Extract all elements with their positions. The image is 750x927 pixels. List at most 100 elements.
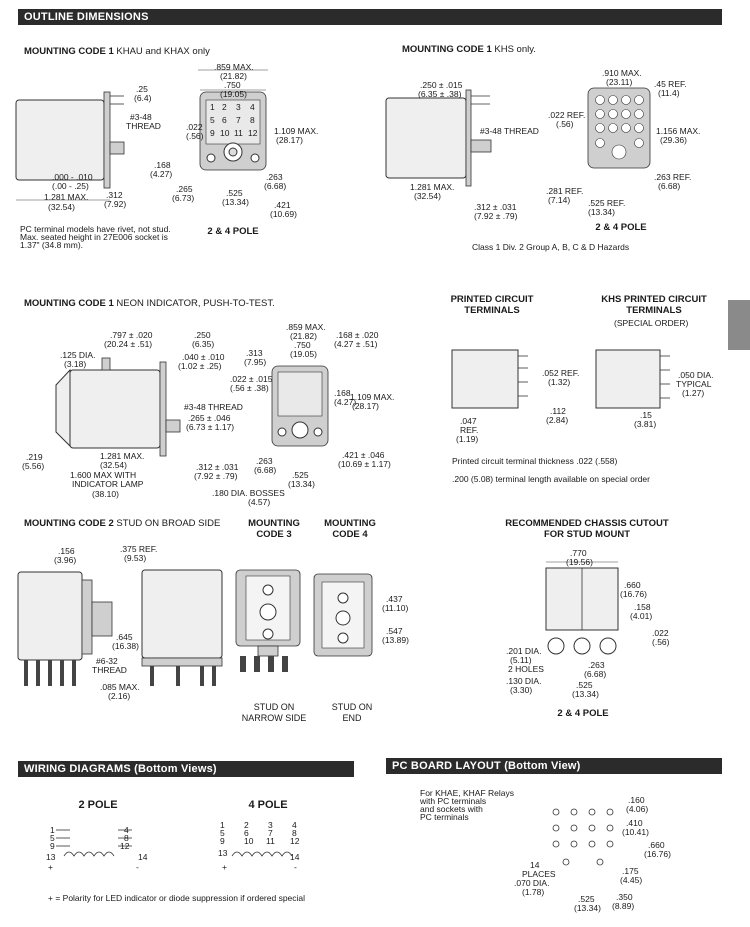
s3-dim: .525 [292,470,309,480]
wiring-4pole-pin: 5 [220,828,225,838]
s3-dim: (6.35) [192,339,215,349]
pcb-hole-grid [552,808,614,866]
s1-dim: .263 [266,172,283,182]
pcb-dim: PLACES [522,869,556,879]
s3-dim: (4.27 ± .51) [334,339,378,349]
s3-dim: .797 ± .020 [110,330,153,340]
s6-dim: .022 [652,628,669,638]
wiring-diagrams-bar: WIRING DIAGRAMS (Bottom Views) [18,761,354,777]
s1-note: PC terminal models have rivet, not stud. [20,224,171,234]
s4-dim: REF. [460,425,479,435]
s3-dim: 1.600 MAX WITH [70,470,137,480]
s1-bottom-view [198,69,268,171]
s3-dim: .022 ± .015 [230,374,273,384]
s1-pin-number: 5 [210,115,215,125]
pcb-dim: .525 [578,894,595,904]
s2-dim: (23.11) [606,77,633,87]
s5-dim: .156 [58,546,75,556]
s1-dim: .168 [154,160,171,170]
s2-heading: MOUNTING CODE 1 KHS only. [402,44,536,55]
s6-dim: .158 [634,602,651,612]
wiring-2pole-pin: + [48,862,53,872]
wiring-2pole-pin: 13 [46,852,56,862]
s2-dim: .022 REF. [548,110,586,120]
s6-dim: .525 [576,680,593,690]
s3-dim: (32.54) [100,460,127,470]
s1-dim: (.00 - .25) [52,181,89,191]
s1-dim: (10.69) [270,209,297,219]
pcb-note: and sockets with [420,804,483,814]
pcb-dim: .070 DIA. [514,878,550,888]
s1-pin-number: 6 [222,115,227,125]
s4-dim: .15 [640,410,652,420]
s6-dim: .201 DIA. [506,646,542,656]
wiring-4pole-pin: 9 [220,836,225,846]
pcb-dim: (10.41) [622,827,649,837]
wiring-2pole-pin: 5 [50,833,55,843]
s3-dim: .219 [26,452,43,462]
s2-dim: .525 REF. [588,198,626,208]
s3-dim: (.56 ± .38) [230,383,269,393]
pcb-dim: (13.34) [574,903,601,913]
s1-dim: .265 [176,184,193,194]
s1-dim: .022 [186,122,203,132]
s1-pin-number: 10 [220,128,230,138]
wiring-4pole-pin: 11 [266,836,275,846]
s3-dim: .168 [334,388,351,398]
s1-dim: (6.4) [134,93,152,103]
wiring-4pole-pin: 14 [290,852,300,862]
s3-bottom-view [271,365,329,447]
s6-dim: (5.11) [510,655,532,665]
pcb-note: For KHAE, KHAF Relays [420,788,514,798]
s3-dim: .312 ± .031 [196,462,239,472]
s3-dim: .040 ± .010 [182,352,225,362]
wiring-4pole-pin: - [294,862,297,872]
s5-dim: (13.89) [382,635,409,645]
s4-note: .200 (5.08) terminal length available on… [452,474,650,484]
s2-dim: (6.35 ± .38) [418,89,462,99]
s5-heading: MOUNTING CODE 2 STUD ON BROAD SIDE [24,518,221,529]
s2-dim: (7.14) [548,195,571,205]
pcb-dim: .660 [648,840,665,850]
s2-note: Class 1 Div. 2 Group A, B, C & D Hazards [472,242,630,252]
s1-heading: MOUNTING CODE 1 KHAU and KHAX only [24,46,210,57]
s3-dim: 1.281 MAX. [100,451,145,461]
s1-pin-number: 12 [248,128,258,138]
s2-dim: 1.156 MAX. [656,126,701,136]
wiring-2pole-pin: 8 [124,833,129,843]
wiring-4pole-pin: 3 [268,820,273,830]
s1-pin-number: 3 [236,102,241,112]
pcb-dim: (16.76) [644,849,671,859]
wiring-2pole-pin: 4 [124,825,129,835]
s5-dim: .547 [386,626,403,636]
s3-dim: (7.95) [244,357,267,367]
s1-dim: (28.17) [276,135,303,145]
pcb-dim: .175 [622,866,639,876]
s1-note: Max. seated height in 27E006 socket is [20,232,168,242]
pcb-dim: (8.89) [612,901,635,911]
s4-dim: (2.84) [546,415,569,425]
s1-dim: (19.05) [220,89,247,99]
s4-dim: (1.19) [456,434,479,444]
s3-dim: #3-48 THREAD [184,402,243,412]
s3-dim: (6.68) [254,465,277,475]
s5-dim: .085 MAX. [100,682,140,692]
s1-dim: .25 [136,84,148,94]
s3-dim: (7.92 ± .79) [194,471,238,481]
s4-special-order: (SPECIAL ORDER) [614,318,689,328]
s3-dim: .168 ± .020 [336,330,379,340]
s1-pin-number: 8 [250,115,255,125]
s3-dim: .180 DIA. BOSSES [212,488,285,498]
s1-pin-number: 2 [222,102,227,112]
s3-dim: .750 [294,340,311,350]
s1-dim: .421 [274,200,291,210]
s2-dim: .312 ± .031 [474,202,517,212]
s3-dim: (13.34) [288,479,315,489]
s5-dim: .375 REF. [120,544,158,554]
s3-dim: .250 [194,330,211,340]
s2-dim: (.56) [556,119,574,129]
wiring-4pole-pin: 12 [290,836,300,846]
